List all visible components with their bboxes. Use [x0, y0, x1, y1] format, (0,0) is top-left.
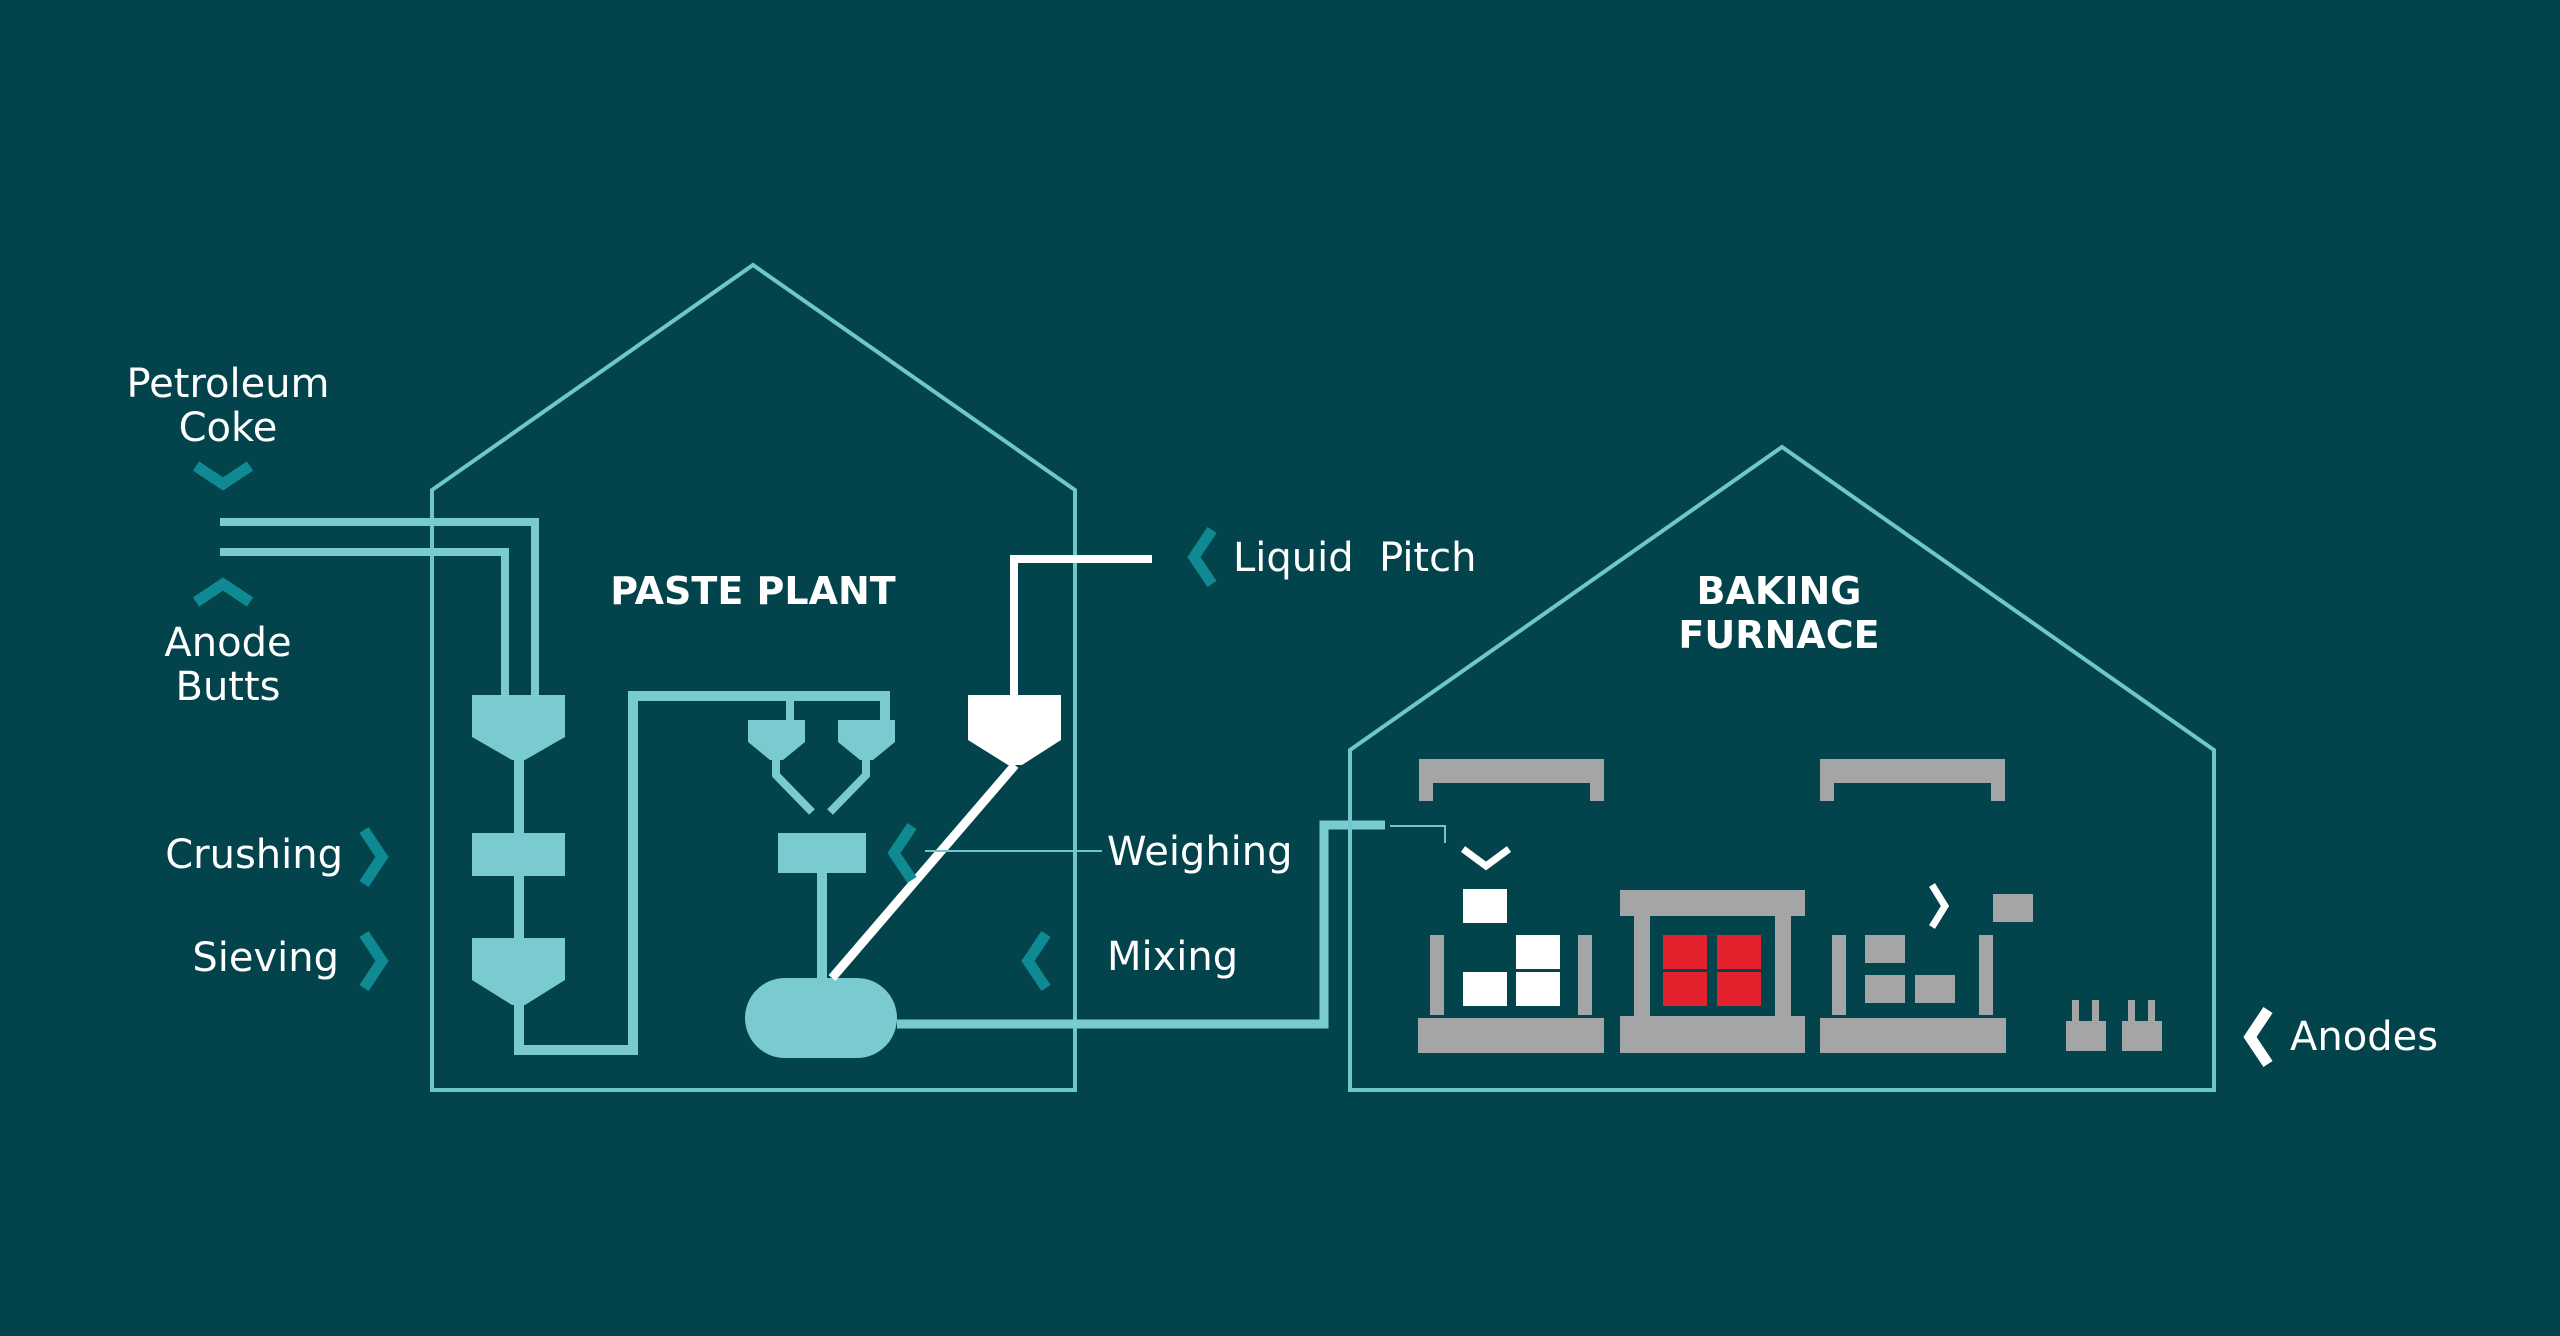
- sieve-hopper: [472, 938, 565, 1005]
- butts-feed-pipe: [220, 548, 509, 705]
- chevron-down-icon: [192, 461, 254, 491]
- label-petroleum-coke-1: Petroleum: [126, 361, 329, 407]
- hot-anode: [1717, 935, 1761, 969]
- unloading-pit: [1820, 883, 2033, 1053]
- loading-pit: [1418, 846, 1604, 1053]
- chevron-left-icon: [1187, 526, 1217, 588]
- weigh-hopper-right: [838, 720, 895, 760]
- coke-feed-pipe: [220, 518, 539, 705]
- label-anode-butts-2: Butts: [176, 664, 281, 710]
- pitch-feed-pipe: [1010, 555, 1152, 710]
- crane-right: [1820, 759, 2005, 801]
- finished-anode: [2122, 1000, 2162, 1051]
- label-weighing: Weighing: [1107, 829, 1293, 875]
- crushing-sieving-column: [472, 695, 565, 1048]
- pitch-to-mixer-pipe: [828, 762, 1019, 981]
- label-petroleum-coke-2: Coke: [179, 405, 278, 451]
- label-anode-butts-1: Anode: [164, 620, 291, 666]
- hot-anode: [1717, 972, 1761, 1006]
- baking-furnace-outline: [1348, 444, 2216, 1092]
- weigh-hopper-left: [748, 720, 805, 760]
- chevron-left-icon: [1021, 930, 1051, 992]
- unload-chevron-icon: [1929, 883, 1950, 929]
- crusher-unit: [472, 833, 565, 876]
- hot-anode: [1663, 972, 1707, 1006]
- column-pipe: [514, 758, 524, 1048]
- crane-left: [1419, 759, 1604, 801]
- paste-plant-title: PASTE PLANT: [610, 569, 896, 613]
- label-mixing: Mixing: [1107, 934, 1238, 980]
- feed-hopper: [472, 695, 565, 760]
- label-sieving: Sieving: [192, 935, 339, 981]
- label-crushing: Crushing: [165, 832, 343, 878]
- column-to-weighing-pipe: [514, 691, 890, 1055]
- pitch-hopper: [968, 695, 1061, 765]
- chevron-left-icon: [2243, 1006, 2273, 1068]
- baking-furnace-title-line1: BAKING: [1697, 569, 1862, 613]
- paste-plant-outline: [430, 262, 1077, 1092]
- chevron-up-icon: [192, 577, 254, 607]
- chevron-right-icon: [359, 826, 389, 888]
- label-anodes: Anodes: [2290, 1014, 2438, 1060]
- label-liquid-pitch: Liquid Pitch: [1233, 535, 1476, 581]
- baking-furnace-title-line2: FURNACE: [1678, 613, 1879, 657]
- crane-hook-line: [1390, 825, 1446, 843]
- weigh-scale: [778, 833, 866, 873]
- load-chevron-icon: [1460, 846, 1512, 871]
- paste-transfer-pipe: [897, 820, 1385, 1029]
- chevron-right-icon: [359, 930, 389, 992]
- weighing-unit: [745, 696, 897, 1058]
- hot-anode: [1663, 935, 1707, 969]
- chevron-left-icon: [887, 822, 917, 884]
- firing-pit: [1620, 890, 1805, 1053]
- mixer-tank: [745, 978, 897, 1058]
- finished-anode: [2066, 1000, 2106, 1051]
